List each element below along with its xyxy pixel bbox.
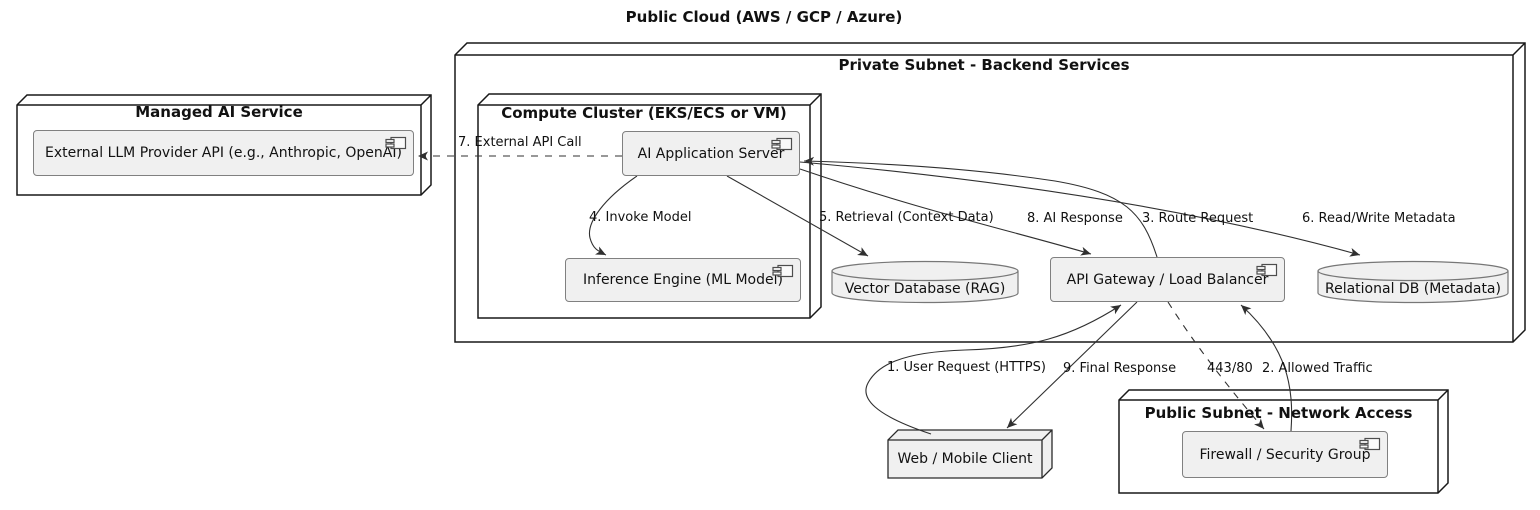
edge-read-write-metadata-label: 6. Read/Write Metadata (1302, 211, 1456, 226)
edge-allowed-traffic-line (1240, 304, 1293, 432)
component-icon (385, 136, 407, 150)
node-web-mobile-client-label: Web / Mobile Client (897, 451, 1033, 467)
node-web-mobile-client-shape (887, 429, 1053, 479)
component-external-llm-provider-label: External LLM Provider API (e.g., Anthrop… (45, 145, 402, 161)
node-managed-ai-service-label: Managed AI Service (135, 103, 303, 121)
component-firewall-label: Firewall / Security Group (1199, 446, 1371, 463)
node-private-subnet-label: Private Subnet - Backend Services (838, 56, 1130, 74)
component-icon (772, 264, 794, 278)
component-ai-application-server-label: AI Application Server (637, 145, 785, 162)
diagram-title: Public Cloud (AWS / GCP / Azure) (625, 8, 903, 26)
component-icon (1359, 437, 1381, 451)
edge-route-request-label: 3. Route Request (1142, 211, 1254, 226)
component-api-gateway-label: API Gateway / Load Balancer (1066, 271, 1269, 288)
component-ai-application-server: AI Application Server (622, 131, 800, 176)
component-external-llm-provider: External LLM Provider API (e.g., Anthrop… (33, 130, 414, 176)
component-inference-engine-label: Inference Engine (ML Model) (583, 272, 783, 288)
edge-allowed-traffic-label: 2. Allowed Traffic (1262, 361, 1373, 376)
database-vector-db-label: Vector Database (RAG) (844, 281, 1006, 297)
component-icon (1256, 263, 1278, 277)
component-icon (771, 137, 793, 151)
database-relational-db-label: Relational DB (Metadata) (1325, 281, 1501, 297)
edge-read-write-metadata-line (799, 161, 1361, 257)
edge-user-request-line (865, 304, 1122, 435)
edge-invoke-model-line (588, 175, 638, 256)
component-inference-engine: Inference Engine (ML Model) (565, 258, 801, 302)
edge-port-443-80-line (1167, 301, 1265, 430)
edge-ai-response-label: 8. AI Response (1027, 211, 1123, 226)
edge-final-response-line (1006, 301, 1138, 429)
edge-retrieval-line (726, 175, 869, 257)
node-compute-cluster-label: Compute Cluster (EKS/ECS or VM) (501, 104, 787, 122)
edge-user-request-label: 1. User Request (HTTPS) (887, 360, 1046, 375)
edge-invoke-model-label: 4. Invoke Model (589, 210, 692, 225)
database-relational-db-shape (1317, 260, 1509, 304)
node-public-subnet-label: Public Subnet - Network Access (1144, 404, 1413, 422)
edge-retrieval-label: 5. Retrieval (Context Data) (819, 210, 994, 225)
edge-external-api-call-label: 7. External API Call (458, 135, 582, 150)
edge-ai-response-line (799, 168, 1092, 256)
database-vector-db-shape (831, 260, 1019, 304)
edge-port-443-80-label: 443/80 (1207, 361, 1253, 376)
edge-final-response-label: 9. Final Response (1063, 361, 1177, 376)
component-api-gateway: API Gateway / Load Balancer (1050, 257, 1285, 302)
component-firewall: Firewall / Security Group (1182, 431, 1388, 478)
edge-route-request-line (803, 156, 1158, 258)
